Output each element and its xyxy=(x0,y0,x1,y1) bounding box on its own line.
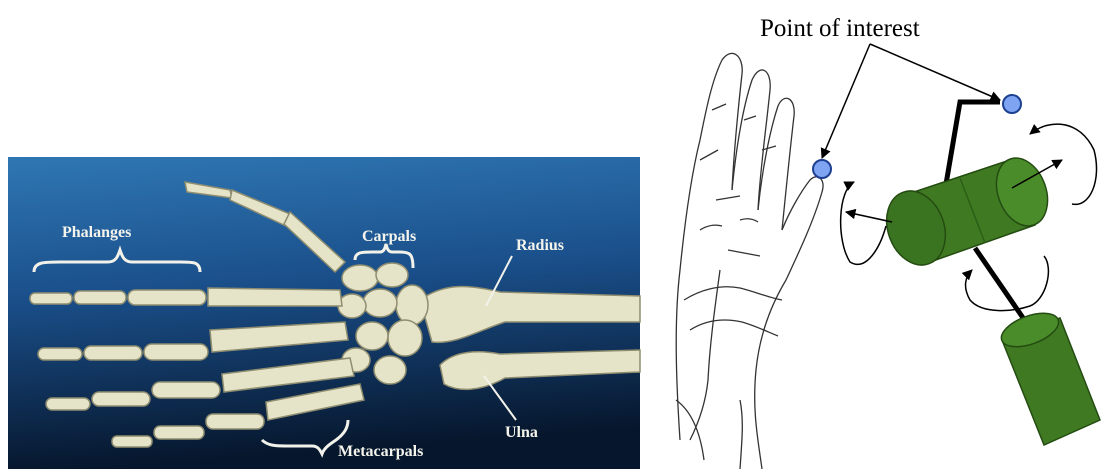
main-joint-cylinder xyxy=(877,151,1057,273)
secondary-cylinder xyxy=(997,307,1100,445)
point-of-interest-caption: Point of interest xyxy=(760,15,920,42)
caption-arrow-left xyxy=(822,44,870,158)
caption-arrow-right xyxy=(870,44,1000,100)
hand-sketch xyxy=(676,53,823,469)
radius-label: Radius xyxy=(516,237,564,254)
point-of-interest-marker-right xyxy=(1003,95,1021,113)
point-of-interest-marker-left xyxy=(813,160,831,178)
ulna-label: Ulna xyxy=(505,424,538,441)
carpals-label: Carpals xyxy=(362,228,416,245)
metacarpals-label: Metacarpals xyxy=(338,443,423,460)
phalanges-label: Phalanges xyxy=(62,224,131,241)
connecting-rod xyxy=(975,248,1030,328)
joint-model-panel: Point of interest xyxy=(676,15,1100,469)
hand-skeleton-panel: Phalanges Carpals Radius Ulna Metacarpal… xyxy=(8,157,640,469)
